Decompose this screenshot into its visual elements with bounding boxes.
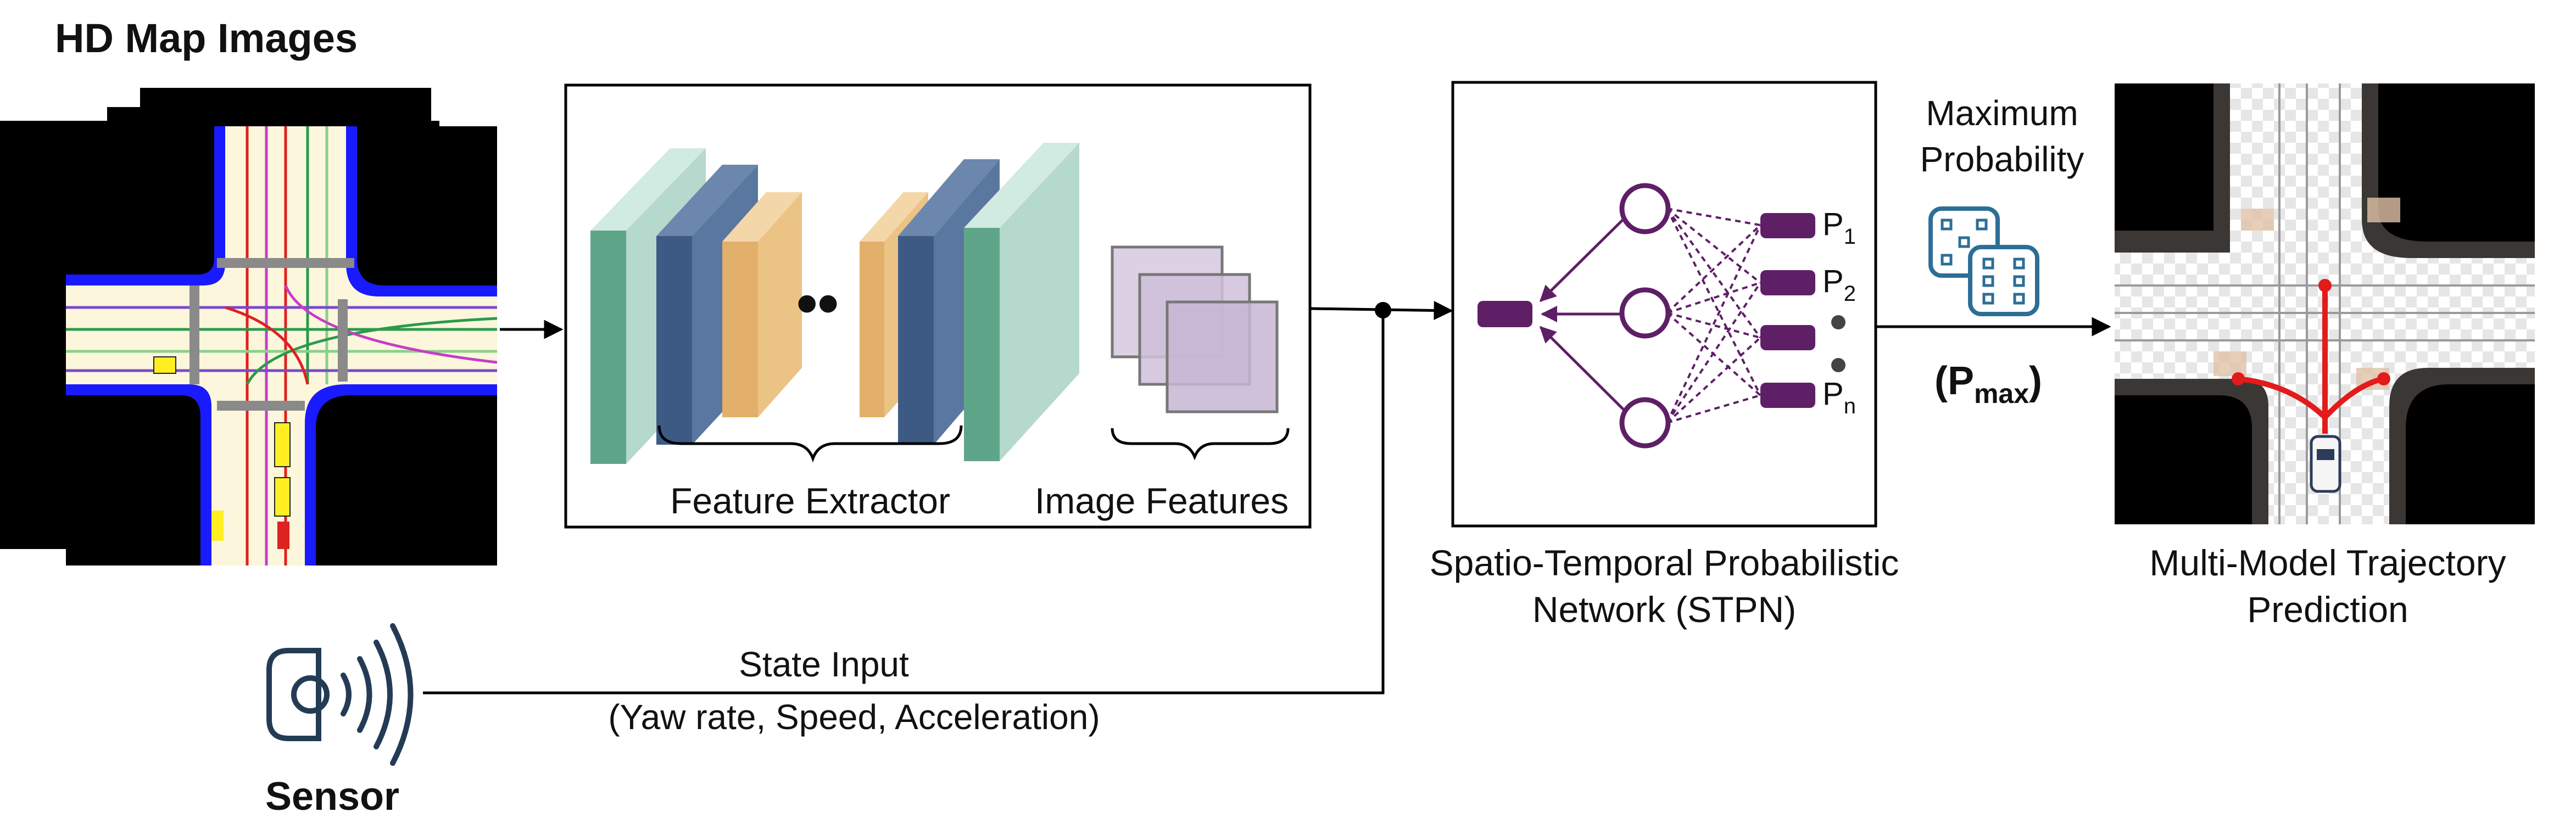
sensor-icon <box>266 623 414 766</box>
sensor-label: Sensor <box>265 775 399 819</box>
feature-extractor-label: Feature Extractor <box>670 480 950 521</box>
dice-icon <box>1928 206 2039 316</box>
image-features-label: Image Features <box>1035 480 1289 521</box>
stpn-label-line1: Spatio-Temporal Probabilistic <box>1430 542 1899 583</box>
brace <box>1111 428 1290 461</box>
state-input-line <box>423 310 1385 695</box>
prediction-label-line1: Multi-Model Trajectory <box>2149 542 2506 583</box>
output-pn: Pn <box>1822 376 1856 418</box>
output-p2: P2 <box>1822 264 1856 306</box>
probability-line2: Probability <box>1920 139 2084 179</box>
stpn-network <box>1477 183 1845 449</box>
title: HD Map Images <box>55 15 358 61</box>
cnn-layers <box>590 143 1079 464</box>
hd-map-stack <box>0 88 498 565</box>
output-p1: P1 <box>1822 206 1856 249</box>
feature-extractor-box <box>564 83 1312 529</box>
hd-map-image <box>66 126 498 565</box>
stpn-label-line2: Network (STPN) <box>1532 589 1796 630</box>
prediction-image <box>2115 83 2535 524</box>
pmax-formula: (Pmax) <box>1934 359 2042 409</box>
stpn-box <box>1451 81 1877 528</box>
prediction-label-line2: Prediction <box>2247 589 2408 630</box>
probability-line1: Maximum <box>1926 93 2078 133</box>
image-feature-maps <box>1111 245 1279 413</box>
ellipsis-dots: •• <box>796 270 839 337</box>
state-input-title: State Input <box>739 645 909 684</box>
state-input-params: (Yaw rate, Speed, Acceleration) <box>608 697 1100 737</box>
brace <box>657 425 963 463</box>
